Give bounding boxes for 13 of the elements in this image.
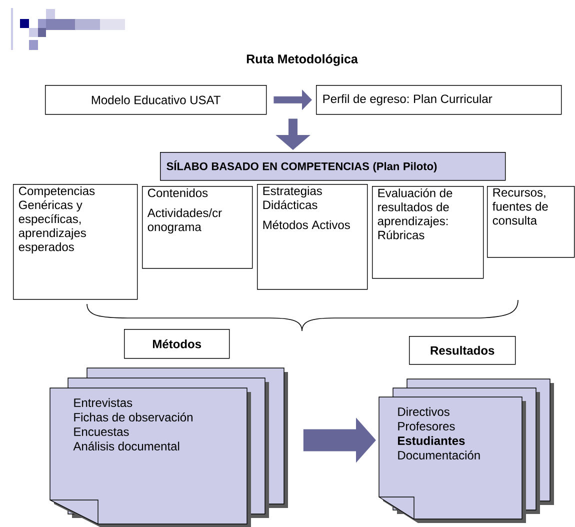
heading-box: SÍLABO BASADO EN COMPETENCIAS (Plan Piloto) [160, 152, 506, 181]
component-box: Contenidos Actividades/cr onograma [142, 186, 253, 269]
section-label-box: Resultados [409, 336, 516, 365]
section-label-box: Métodos [124, 329, 230, 359]
title: Ruta Metodológica [246, 54, 358, 66]
document-stack: Directivos Profesores Estudiantes Documentación [378, 378, 554, 523]
process-box: Modelo Educativo USAT [45, 85, 267, 115]
process-box: Perfil de egreso: Plan Curricular [316, 85, 562, 115]
component-box: Competencias Genéricas y específicas, aprendizajes esperados [13, 184, 138, 300]
component-box: Recursos, fuentes de consulta [487, 186, 575, 258]
component-box: Evaluación de resultados de aprendizajes: Rúbricas [372, 186, 484, 279]
component-box: Estrategias Didácticas Métodos Activos [257, 184, 368, 290]
document-stack: Entrevistas Fichas de observación Encuestas Análisis documental [50, 368, 288, 527]
